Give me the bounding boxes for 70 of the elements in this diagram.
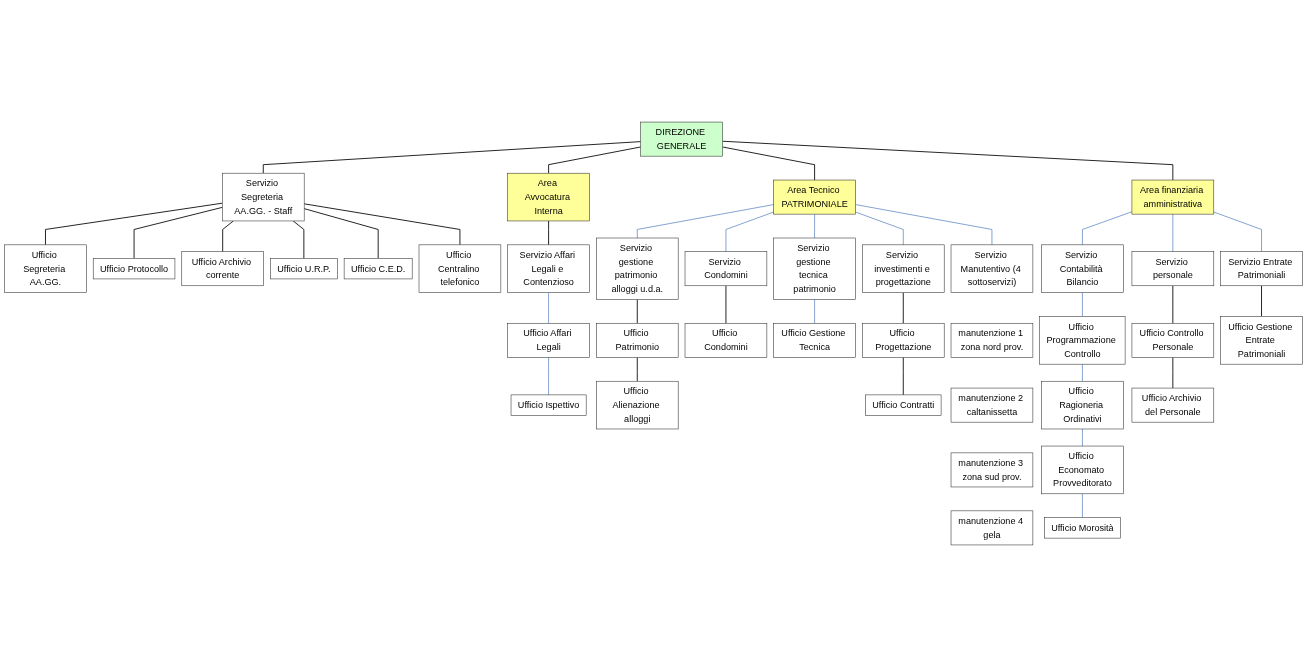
connector [1261, 285, 1262, 317]
node-box: manutenzione 3 zona sud prov. [950, 452, 1034, 488]
node-box: Servizio personale [1131, 251, 1215, 287]
node-box: Ufficio Controllo Personale [1131, 323, 1215, 358]
node-box: Servizio Contabilità Bilancio [1041, 244, 1124, 293]
connector [636, 204, 775, 239]
node-box: Ufficio Affari Legali [507, 323, 590, 358]
connector [1081, 363, 1083, 382]
node-box: Servizio Entrate Patrimoniali [1220, 251, 1303, 287]
connector [303, 203, 461, 246]
connector [45, 202, 223, 246]
node-box: Servizio Segreteria AA.GG. - Staff [222, 172, 305, 222]
connector [636, 298, 638, 324]
connector [1081, 211, 1133, 246]
node-box: Servizio Condomini [684, 251, 768, 287]
node-box: Ufficio Condomini [684, 323, 768, 358]
connector [814, 298, 816, 324]
node-box: Area Tecnico PATRIMONIALE [773, 179, 856, 215]
node-box: Area finanziaria amministrativa [1131, 179, 1215, 215]
connector [902, 356, 904, 396]
connector [636, 356, 638, 382]
node-box: Servizio Affari Legali e Contenzioso [507, 244, 590, 293]
connector [855, 204, 993, 246]
node-box: Ufficio Economato Provveditorato [1041, 445, 1124, 495]
node-box: Servizio investimenti e progettazione [862, 244, 945, 293]
node-box: Ufficio Gestione Tecnica [773, 323, 856, 358]
connector [133, 206, 223, 259]
node-box: Servizio gestione patrimonio alloggi u.d.a. [596, 237, 679, 300]
connector [1081, 428, 1083, 447]
connector [1213, 211, 1262, 253]
connector [1172, 213, 1174, 253]
node-box: Ufficio Centralino telefonico [418, 244, 502, 293]
node-box: Area Avvocatura Interna [507, 172, 590, 222]
node-box: manutenzione 1 zona nord prov. [950, 323, 1034, 358]
connector [548, 356, 550, 396]
node-box: Ufficio Patrimonio [596, 323, 679, 358]
connector [548, 146, 642, 174]
connector [303, 208, 379, 259]
node-box: Ufficio Archivio corrente [181, 251, 264, 287]
node-box: DIREZIONE GENERALE [640, 121, 723, 157]
node-box: Ufficio Protocollo [92, 258, 176, 280]
node-box: Ufficio C.E.D. [343, 258, 413, 280]
connector [292, 220, 305, 259]
node-box: Ufficio Segreteria AA.GG. [4, 244, 87, 293]
node-box: Ufficio Morosità [1044, 517, 1121, 539]
connector [814, 213, 816, 239]
node-box: manutenzione 2 caltanissetta [950, 387, 1034, 423]
node-box: manutenzione 4 gela [950, 510, 1034, 546]
connector [722, 146, 816, 181]
node-box: Ufficio Progettazione [862, 323, 945, 358]
node-box: Ufficio Alienazione alloggi [596, 380, 679, 430]
node-box: Ufficio U.R.P. [270, 258, 338, 280]
node-box: Ufficio Archivio del Personale [1131, 387, 1215, 423]
connector [222, 220, 234, 253]
node-box: Ufficio Programmazione Controllo [1039, 316, 1126, 365]
node-box: Ufficio Gestione Entrate Patrimoniali [1220, 316, 1303, 365]
node-box: Servizio Manutentivo (4 sottoservizi) [950, 244, 1034, 293]
connector [1081, 292, 1083, 317]
node-box: Ufficio Contratti [865, 394, 942, 416]
connector [855, 211, 904, 246]
node-box: Ufficio Ragioneria Ordinativi [1041, 380, 1124, 430]
connector [722, 140, 1174, 181]
connector [725, 211, 775, 253]
node-box: Servizio gestione tecnica patrimonio [773, 237, 856, 300]
connector [1081, 493, 1083, 519]
connector [902, 292, 904, 324]
node-box: Ufficio Ispettivo [510, 394, 587, 416]
connector [262, 141, 642, 174]
connector [548, 292, 550, 324]
connector [548, 220, 550, 246]
